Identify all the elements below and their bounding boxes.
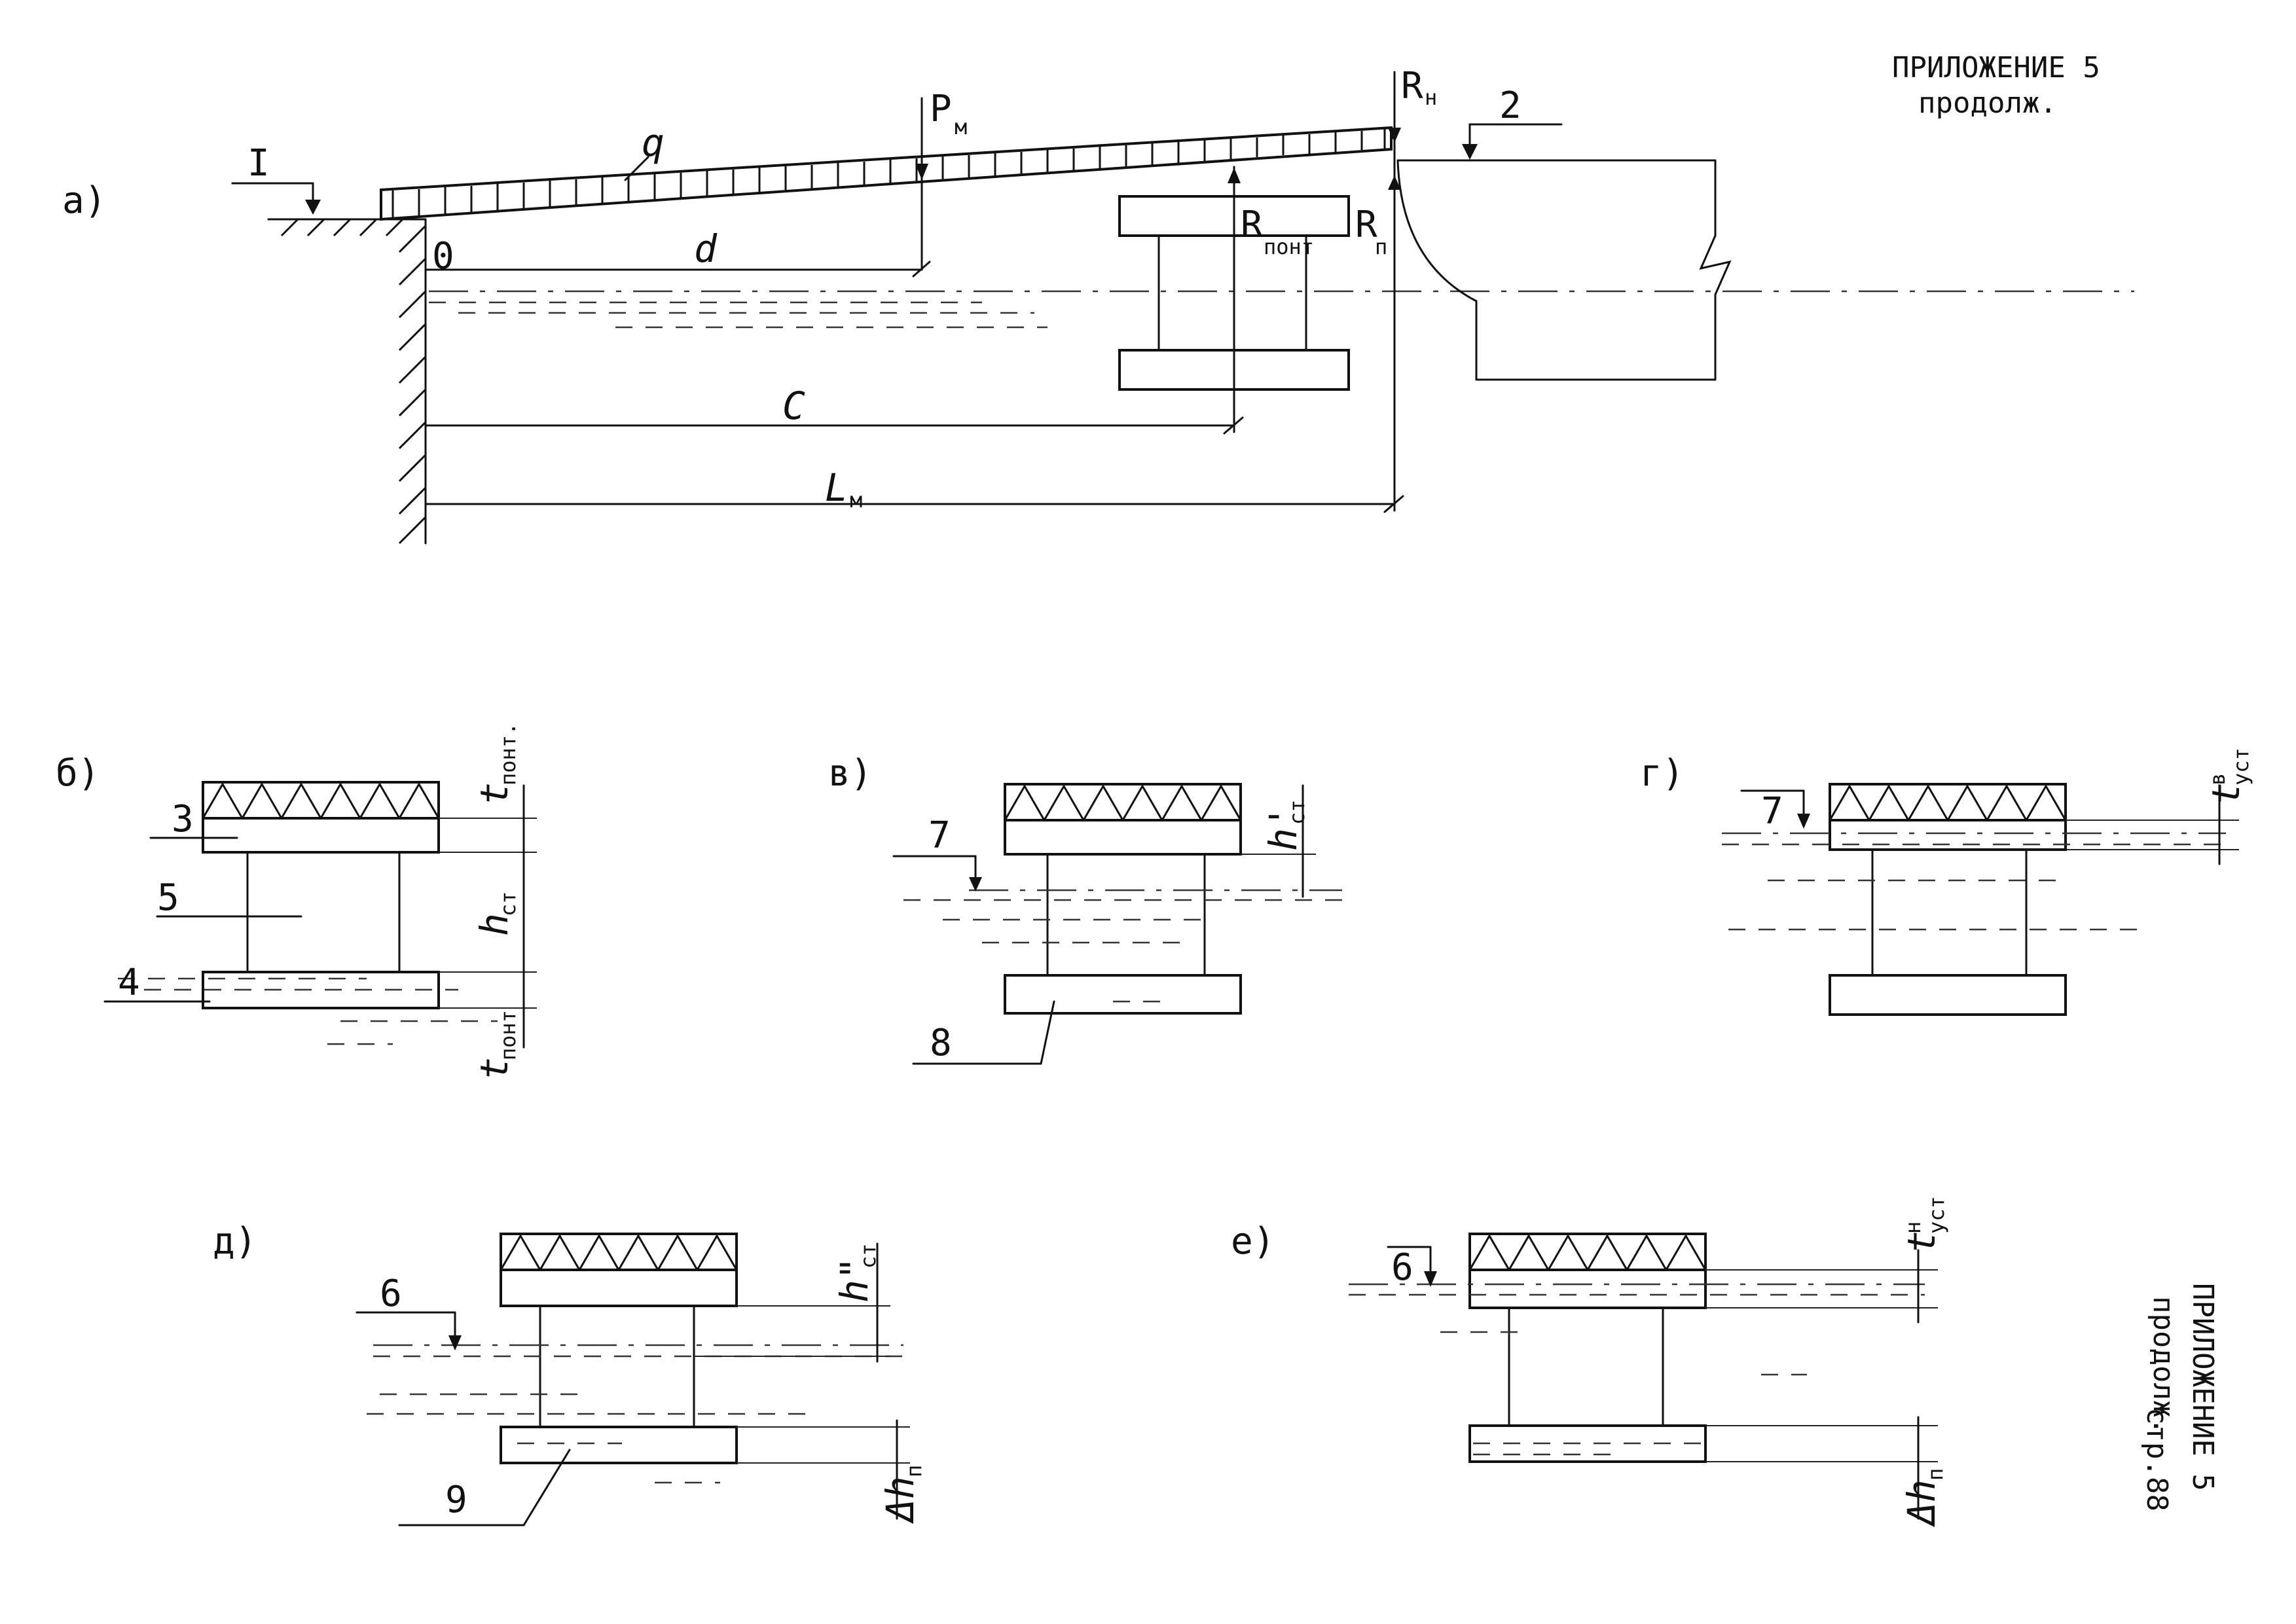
dim-c: C xyxy=(782,384,805,428)
level-mark-1: I xyxy=(247,142,270,185)
force-p: P xyxy=(930,88,952,130)
dim-t-ust-n: t xyxy=(1899,1231,1944,1254)
dim-h-st: h xyxy=(472,913,517,936)
dim-t-ust-v: t xyxy=(2204,782,2248,805)
callout-8: 8 xyxy=(930,1022,952,1064)
side-page: стр.88 xyxy=(2140,1407,2174,1511)
load-q: q xyxy=(642,120,665,165)
callout-9: 9 xyxy=(445,1479,467,1521)
page-number: стр.88 xyxy=(2140,1407,2174,1511)
dim-t-pont-bot-sub: понт xyxy=(496,1010,520,1060)
r-pont: R xyxy=(1241,204,1263,246)
dim-h-st-prime-sub: ст xyxy=(1285,799,1309,825)
appendix-title: ПРИЛОЖЕНИЕ 5 xyxy=(1892,51,2100,84)
diagram-a-ramp-scheme: а) I xyxy=(62,65,2134,545)
dim-dh-p-e-sub: п xyxy=(1923,1468,1948,1481)
diagram-v-pontoon: в) 7 8 h' ст xyxy=(828,752,1342,1065)
side-note-title: ПРИЛОЖЕНИЕ 5 xyxy=(2186,1283,2219,1491)
dim-d: d xyxy=(694,226,718,271)
r-n: R xyxy=(1401,65,1423,107)
callout-5: 5 xyxy=(157,876,179,919)
diagram-d-label: д) xyxy=(213,1220,257,1263)
callout-7-g: 7 xyxy=(1761,790,1783,833)
diagram-d-pontoon: д) 6 9 h" ст Δh п xyxy=(213,1220,926,1526)
dim-dh-p-d: Δh xyxy=(878,1476,922,1525)
callout-4: 4 xyxy=(118,962,140,1004)
dim-dh-p-d-sub: п xyxy=(902,1465,926,1477)
force-p-sub: м xyxy=(955,115,967,139)
r-p-sub: п xyxy=(1375,234,1387,259)
dim-t-ust-v-sub: уст xyxy=(2229,748,2253,785)
diagram-a-label: а) xyxy=(62,179,106,222)
r-p: R xyxy=(1355,204,1377,246)
callout-7: 7 xyxy=(928,814,951,857)
level-mark-2: 2 xyxy=(1499,84,1522,127)
diagram-b-pontoon: б) 3 5 4 t понт. h ст t пон xyxy=(56,723,537,1080)
dim-t-ust-n-sup: н xyxy=(1901,1221,1925,1234)
diagram-e-label: е) xyxy=(1231,1220,1275,1263)
dim-t-pont-top: t xyxy=(472,782,517,805)
dim-l: L xyxy=(825,465,848,510)
r-pont-sub: понт xyxy=(1264,234,1314,259)
side-note-subtitle: продолж. xyxy=(2147,1296,2180,1435)
callout-6-e: 6 xyxy=(1391,1246,1413,1289)
side-note: ПРИЛОЖЕНИЕ 5 продолж. xyxy=(2147,1283,2219,1491)
diagram-v-label: в) xyxy=(828,752,872,795)
diagram-g-label: г) xyxy=(1640,752,1684,795)
dim-h-st-dprime: h" xyxy=(832,1257,877,1303)
dim-dh-p-e: Δh xyxy=(1899,1479,1944,1528)
dim-t-ust-v-sup: в xyxy=(2205,773,2230,785)
dim-h-st-prime: h' xyxy=(1261,805,1305,851)
dim-t-pont-bot: t xyxy=(472,1057,517,1080)
appendix-subtitle: продолж. xyxy=(1918,86,2057,120)
r-n-sub: н xyxy=(1425,85,1437,110)
dim-t-pont-top-sub: понт. xyxy=(496,723,520,785)
dim-l-sub: м xyxy=(850,488,862,513)
dim-h-st-dprime-sub: ст xyxy=(856,1243,881,1269)
callout-3: 3 xyxy=(172,798,194,840)
dim-t-ust-n-sub: уст xyxy=(1924,1196,1949,1234)
diagram-g-pontoon: г) 7 t в уст xyxy=(1640,748,2253,1016)
callout-6-d: 6 xyxy=(380,1272,402,1315)
dim-h-st-sub: ст xyxy=(496,891,520,916)
origin-label: 0 xyxy=(432,235,454,278)
diagram-b-label: б) xyxy=(56,752,100,795)
diagram-e-pontoon: е) 6 t н уст Δh п xyxy=(1231,1196,1949,1528)
